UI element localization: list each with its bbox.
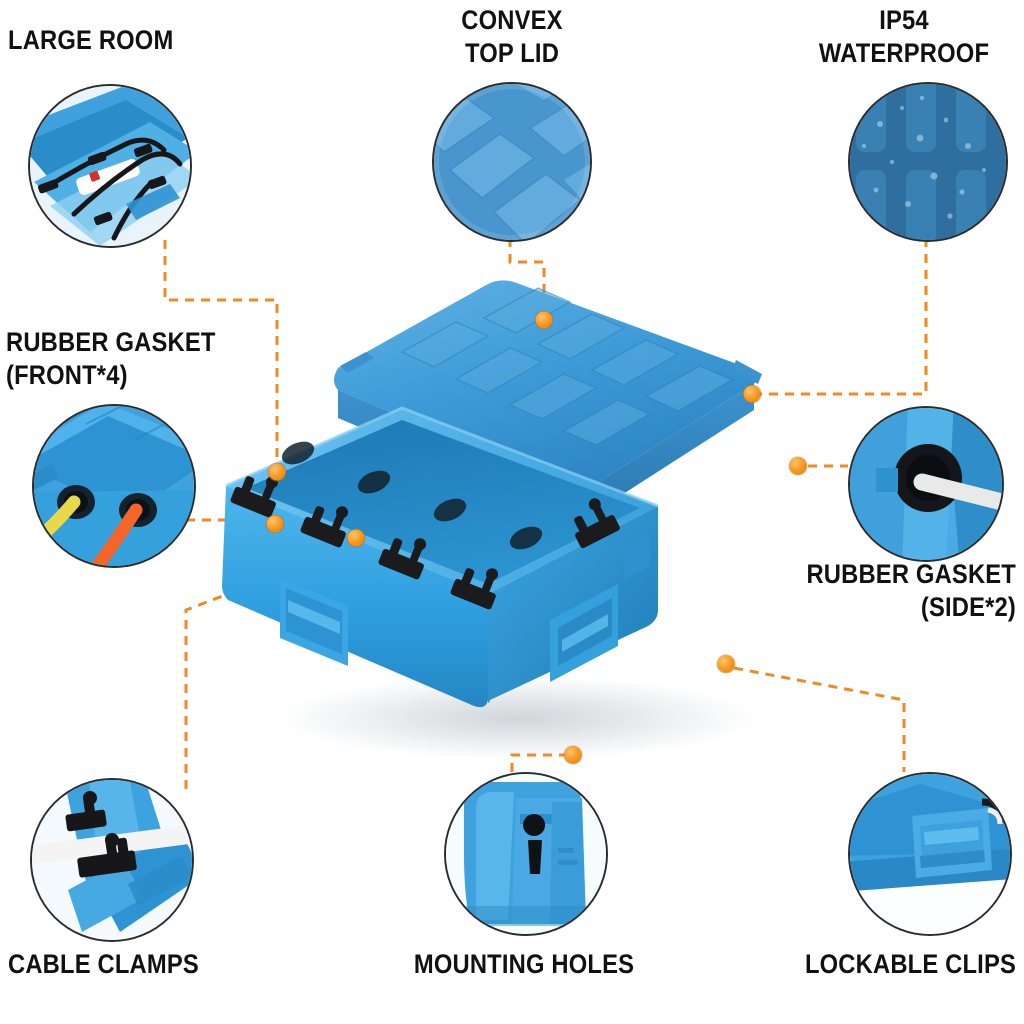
callout-circle-convex-top-lid [432,82,592,242]
product-lid [334,280,762,518]
dot-top-lid [535,311,553,329]
callout-circle-lockable-clips [848,772,1012,936]
label-rubber-gasket-side: RUBBER GASKET (SIDE*2) [806,559,1016,622]
product-image-cable-box [188,248,828,768]
dot-gasket-front [266,515,284,533]
callout-circle-ip54-waterproof [848,82,1008,242]
callout-circle-large-room [28,84,192,248]
label-rubber-gasket-front: RUBBER GASKET (FRONT*4) [6,327,216,390]
label-large-room: LARGE ROOM [8,25,174,55]
dot-gasket-side [789,457,807,475]
latch-clip [912,808,992,878]
label-convex-top-lid: CONVEX TOP LID [461,5,563,68]
dot-cable-clamps [347,529,365,547]
gasket-ports [281,441,543,550]
label-mounting-holes: MOUNTING HOLES [413,949,635,979]
dot-mounting-holes [564,746,582,764]
label-cable-clamps: CABLE CLAMPS [8,949,199,979]
dot-large-room [268,463,286,481]
callout-circle-rubber-gasket-side [848,406,1004,562]
cable-clamps-group [230,476,620,610]
side-latch [550,584,618,682]
label-ip54-waterproof: IP54 WATERPROOF [818,5,990,68]
callout-circle-cable-clamps [30,778,194,942]
product-body [222,406,659,708]
front-latch [280,578,348,666]
callout-circle-rubber-gasket-front [32,404,196,568]
dot-waterproof [743,385,761,403]
label-lockable-clips: LOCKABLE CLIPS [804,949,1016,979]
dot-lockable-clips [717,655,735,673]
callout-circle-mounting-holes [444,772,608,936]
